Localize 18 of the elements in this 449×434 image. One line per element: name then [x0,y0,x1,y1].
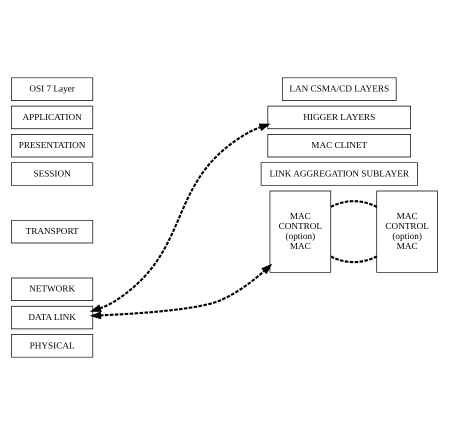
node-box: APPLICATION [11,105,94,129]
node-box: MAC CONTROL (option) MAC [270,190,332,272]
arrow [90,263,272,319]
node-box: DATA LINK [11,305,94,329]
node-box: LINK AGGREGATION SUBLAYER [260,162,418,186]
connector [330,200,378,208]
node-box: NETWORK [11,277,94,300]
node-box: LAN CSMA/CD LAYERS [282,76,397,100]
arrow [90,123,271,312]
node-box: OSI 7 Layer [11,76,94,100]
connector [330,255,378,263]
node-box: MAC CLINET [267,134,412,157]
node-box: PHYSICAL [11,334,94,358]
node-box: SESSION [11,162,94,186]
node-box: PRESENTATION [11,134,94,157]
node-box: HIGGER LAYERS [267,105,412,129]
node-box: TRANSPORT [11,219,94,243]
node-box: MAC CONTROL (option) MAC [376,190,438,272]
